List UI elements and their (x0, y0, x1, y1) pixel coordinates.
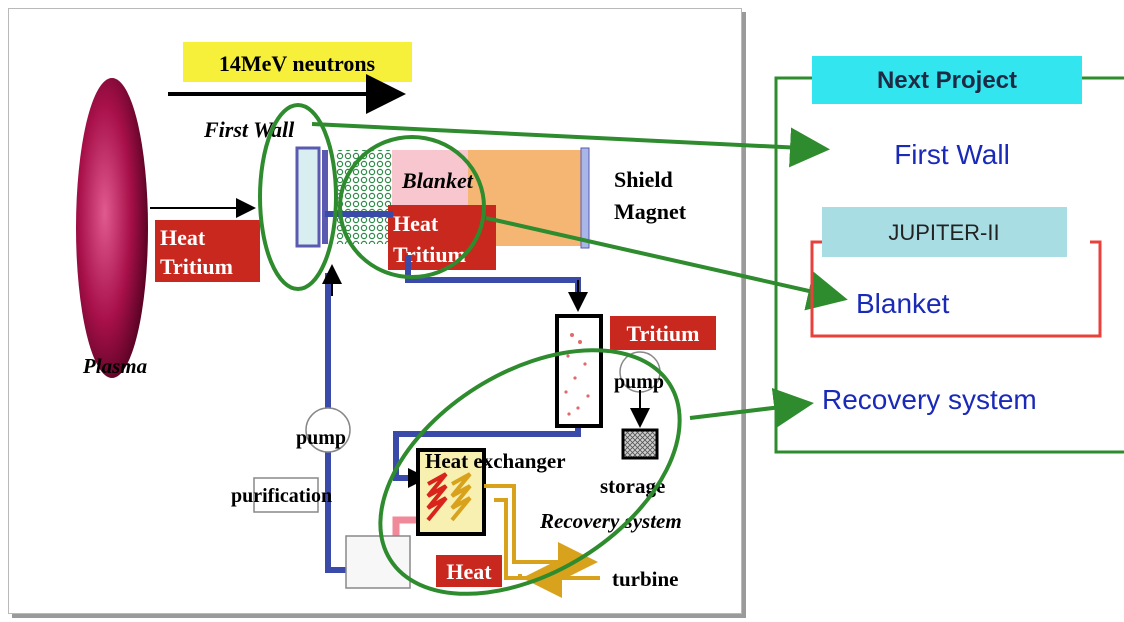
recovery-system-label: Recovery system (539, 509, 682, 533)
hx-coil-yellow (450, 472, 472, 522)
column-particles (564, 333, 590, 416)
heat-tritium-box-1 (155, 220, 260, 282)
heat-label-1: Heat (160, 225, 206, 250)
heat-label-2: Heat (393, 211, 439, 236)
first-wall-label: First Wall (203, 117, 295, 142)
right-blanket-label: Blanket (856, 288, 950, 319)
first-wall-block (295, 146, 321, 248)
hx-coil-red (426, 472, 448, 522)
right-first-wall-label: First Wall (894, 139, 1010, 170)
next-project-box (812, 56, 1082, 104)
highlight-recovery (378, 348, 682, 596)
plasma-label: Plasma (82, 354, 147, 378)
tritium-box (610, 316, 716, 350)
plasma-shape (76, 78, 148, 378)
next-project-frame (774, 76, 1124, 454)
turbine-label: turbine (612, 567, 679, 591)
storage-label: storage (600, 474, 665, 498)
lower-box (345, 535, 411, 589)
magnet-block (580, 147, 590, 249)
heat-box (436, 555, 502, 587)
connector-arrows (311, 122, 848, 428)
pump-label-1: pump (296, 427, 346, 449)
next-project-label: Next Project (877, 67, 1017, 94)
heat-label: Heat (446, 559, 492, 584)
arrow-to-first-wall (311, 122, 830, 168)
jupiter-label: JUPITER-II (888, 220, 999, 245)
arrow-to-blanket (485, 216, 848, 311)
heat-exchanger-label: Heat exchanger (425, 449, 566, 473)
blanket-label: Blanket (401, 168, 474, 193)
right-recovery-system-label: Recovery system (822, 384, 1037, 415)
pump-label-2: pump (614, 371, 664, 393)
pump-circle-1 (305, 407, 351, 453)
purification-box (253, 477, 319, 513)
storage-box (621, 428, 659, 460)
jupiter-box (822, 207, 1067, 257)
separation-column (555, 314, 603, 428)
highlight-ellipses (258, 103, 682, 596)
pink-pipe (392, 516, 416, 540)
shield-label: Shield (614, 167, 673, 192)
jupiter-frame (810, 240, 1102, 338)
tritium-label: Tritium (627, 321, 700, 346)
highlight-blanket (338, 135, 486, 279)
first-wall-back (322, 150, 328, 244)
tritium-label-1: Tritium (160, 254, 233, 279)
highlight-first-wall (258, 103, 338, 291)
purification-label: purification (231, 485, 332, 507)
neutrons-label: 14MeV neutrons (219, 51, 376, 76)
magnet-label: Magnet (614, 199, 687, 224)
arrow-to-recovery (689, 387, 814, 428)
